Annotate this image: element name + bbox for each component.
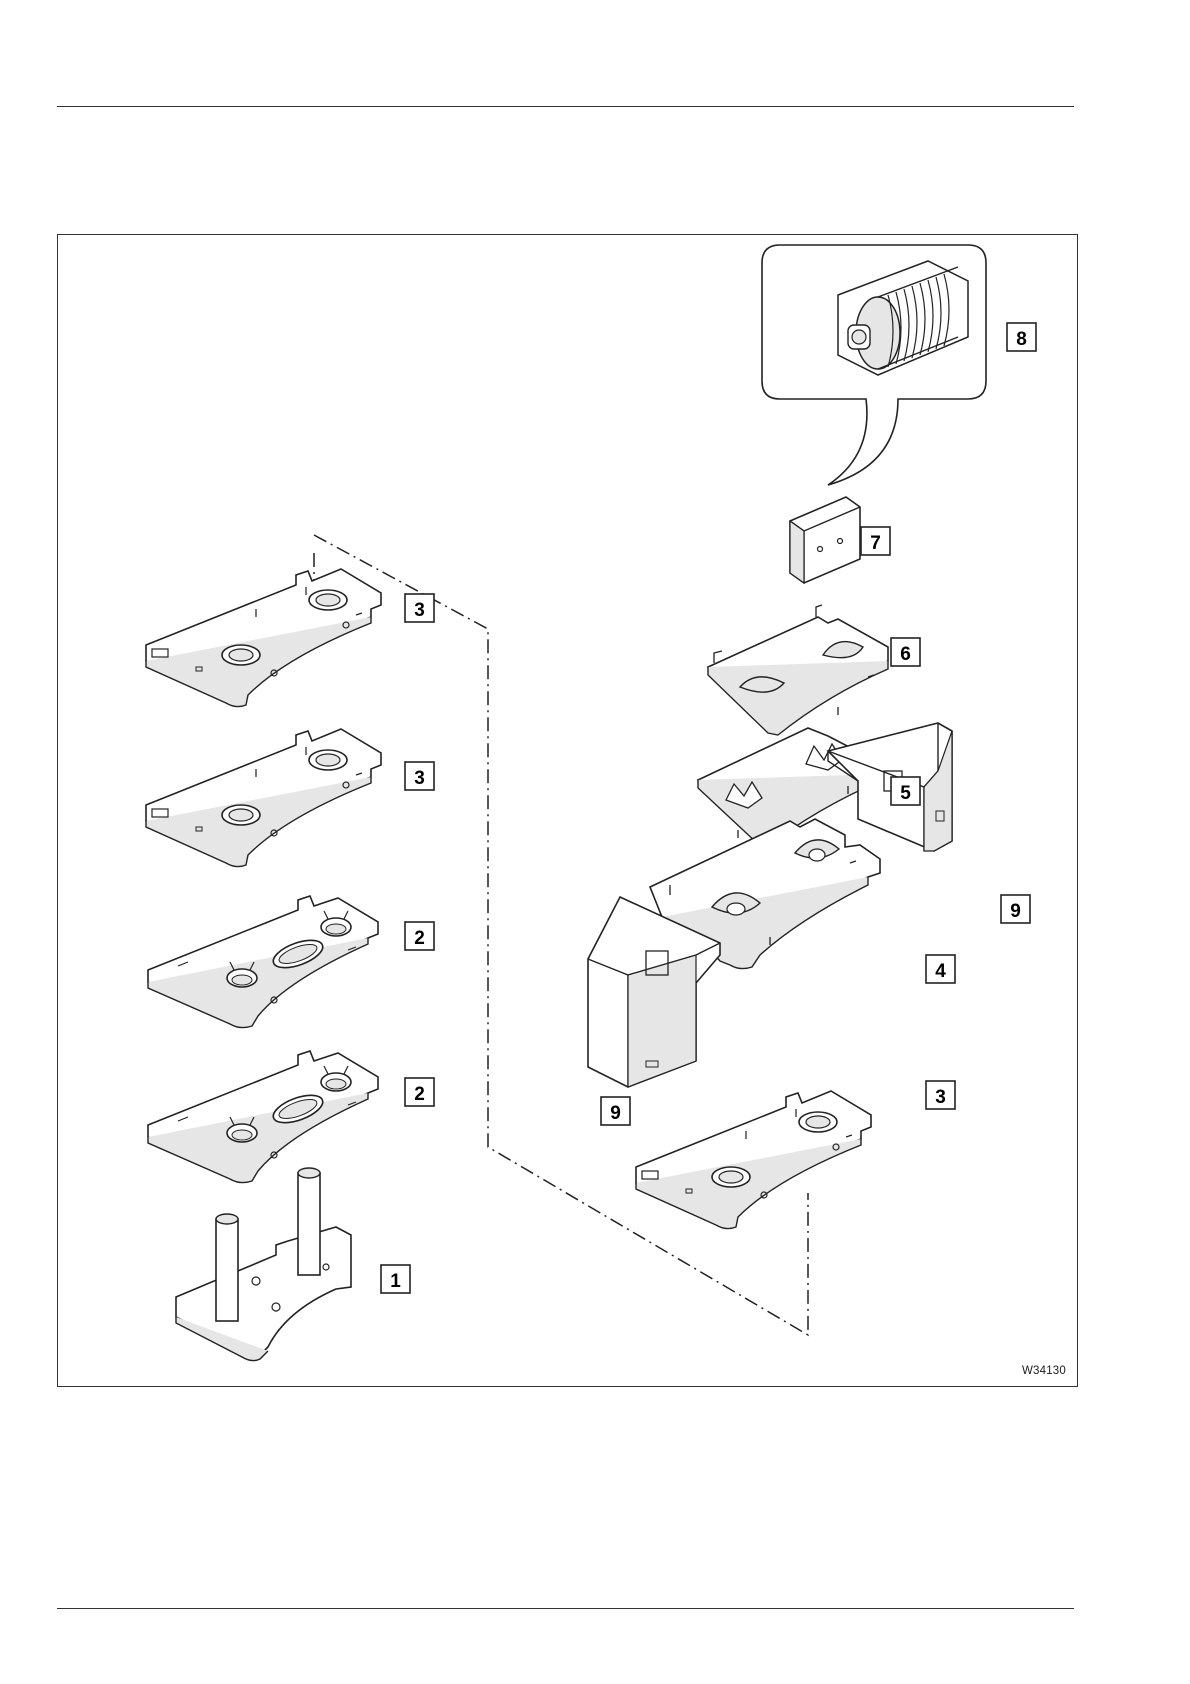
callout-label: 9 [610,1103,621,1124]
callout-5: 5 [891,777,920,805]
callout-label: 6 [900,644,911,665]
header-rule [57,106,1074,107]
callout-8: 8 [1007,323,1036,351]
callout-1: 1 [381,1265,410,1293]
callout-3-c: 3 [926,1081,955,1109]
footer-rule [57,1608,1074,1609]
callout-2-a: 2 [405,922,434,950]
callout-3-b: 3 [405,762,434,790]
exploded-parts-figure: 3 3 2 2 1 7 6 5 [57,234,1078,1387]
callout-label: 3 [414,600,425,621]
callout-label: 3 [414,768,425,789]
callout-6: 6 [891,638,920,666]
callout-label: 9 [1010,901,1021,922]
callout-label: 7 [870,533,881,554]
callout-label: 2 [414,928,425,949]
callout-label: 3 [935,1087,946,1108]
callout-label: 8 [1016,329,1027,350]
callout-label: 4 [935,961,946,982]
callout-label: 1 [390,1271,401,1292]
callout-4: 4 [926,955,955,983]
callout-2-b: 2 [405,1078,434,1106]
callout-9-b: 9 [601,1097,630,1125]
parts-drawing: 3 3 2 2 1 7 6 5 [58,235,1079,1388]
callout-3-a: 3 [405,594,434,622]
figure-code: W34130 [1022,1365,1066,1377]
callout-9-a: 9 [1001,895,1030,923]
callout-label: 2 [414,1084,425,1105]
callout-7: 7 [861,527,890,555]
callout-label: 5 [900,783,911,804]
